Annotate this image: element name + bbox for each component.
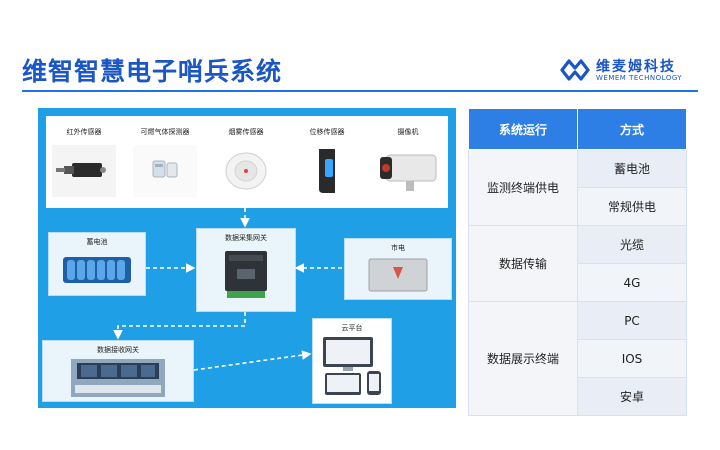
logo-mark-icon bbox=[560, 59, 590, 81]
column-header-system: 系统运行 bbox=[468, 108, 578, 150]
title-divider bbox=[22, 90, 698, 92]
power-box-icon bbox=[368, 258, 428, 292]
sensor-infrared: 红外传感器 bbox=[46, 116, 122, 208]
table-row: 数据展示终端 PC bbox=[468, 301, 687, 416]
category-cell: 数据传输 bbox=[468, 225, 578, 302]
sensor-strip: 红外传感器 可燃气体探测器 烟雾传感器 bbox=[46, 116, 448, 208]
method-cell: 蓄电池 bbox=[577, 149, 687, 188]
method-cell: 常规供电 bbox=[577, 187, 687, 226]
cloud-node: 云平台 bbox=[312, 318, 392, 404]
table-header-row: 系统运行 方式 bbox=[468, 108, 687, 150]
receiver-node: 数据接收网关 bbox=[42, 340, 194, 402]
gateway-node: 数据采集网关 bbox=[196, 228, 296, 312]
table-row: IOS bbox=[469, 339, 687, 378]
sensor-smoke: 烟雾传感器 bbox=[208, 116, 284, 208]
devices-icon bbox=[323, 337, 381, 395]
system-diagram: 红外传感器 可燃气体探测器 烟雾传感器 bbox=[38, 108, 456, 408]
control-room-icon bbox=[71, 359, 165, 397]
sensor-camera: 摄像机 bbox=[370, 116, 446, 208]
mains-label: 市电 bbox=[391, 244, 405, 252]
infrared-sensor-icon bbox=[52, 145, 116, 197]
method-cell: 光缆 bbox=[577, 225, 687, 264]
table-row: 数据传输 光缆 bbox=[468, 225, 687, 302]
method-cell: 4G bbox=[577, 263, 687, 302]
sensor-displacement: 位移传感器 bbox=[289, 116, 365, 208]
method-cell: 安卓 bbox=[577, 377, 687, 416]
page-title: 维智智慧电子哨兵系统 bbox=[22, 57, 283, 86]
sensor-label: 摄像机 bbox=[397, 128, 419, 136]
sensor-label: 烟雾传感器 bbox=[228, 128, 264, 136]
company-logo: 维麦姆科技 WEMEM TECHNOLOGY bbox=[560, 55, 700, 85]
smoke-sensor-icon bbox=[214, 145, 278, 197]
system-operation-table: 系统运行 方式 监测终端供电 蓄电池 常规供电 数据传输 光缆 4G 数据展示终… bbox=[468, 108, 687, 416]
table-row: 监测终端供电 蓄电池 bbox=[468, 149, 687, 226]
brand-name-en: WEMEM TECHNOLOGY bbox=[596, 74, 683, 82]
sensor-label: 可燃气体探测器 bbox=[140, 128, 190, 136]
table-row: 常规供电 bbox=[469, 187, 687, 226]
flow-arrows bbox=[113, 208, 342, 371]
column-header-method: 方式 bbox=[577, 108, 687, 150]
cloud-label: 云平台 bbox=[341, 324, 363, 332]
table-row: 4G bbox=[469, 263, 687, 302]
gateway-label: 数据采集网关 bbox=[225, 234, 267, 242]
receiver-label: 数据接收网关 bbox=[97, 346, 139, 354]
gateway-device-icon bbox=[225, 251, 267, 298]
battery-label: 蓄电池 bbox=[86, 238, 108, 246]
table-row: 安卓 bbox=[469, 377, 687, 416]
battery-icon bbox=[63, 257, 131, 283]
battery-node: 蓄电池 bbox=[48, 232, 146, 296]
displacement-sensor-icon bbox=[295, 145, 359, 197]
category-cell: 监测终端供电 bbox=[468, 149, 578, 226]
category-cell: 数据展示终端 bbox=[468, 301, 578, 416]
sensor-label: 红外传感器 bbox=[66, 128, 102, 136]
gas-detector-icon bbox=[133, 145, 197, 197]
sensor-gas: 可燃气体探测器 bbox=[127, 116, 203, 208]
mains-node: 市电 bbox=[344, 238, 452, 300]
brand-name-cn: 维麦姆科技 bbox=[596, 59, 676, 75]
method-cell: PC bbox=[577, 301, 687, 340]
method-cell: IOS bbox=[577, 339, 687, 378]
camera-icon bbox=[376, 145, 440, 197]
sensor-label: 位移传感器 bbox=[309, 128, 345, 136]
